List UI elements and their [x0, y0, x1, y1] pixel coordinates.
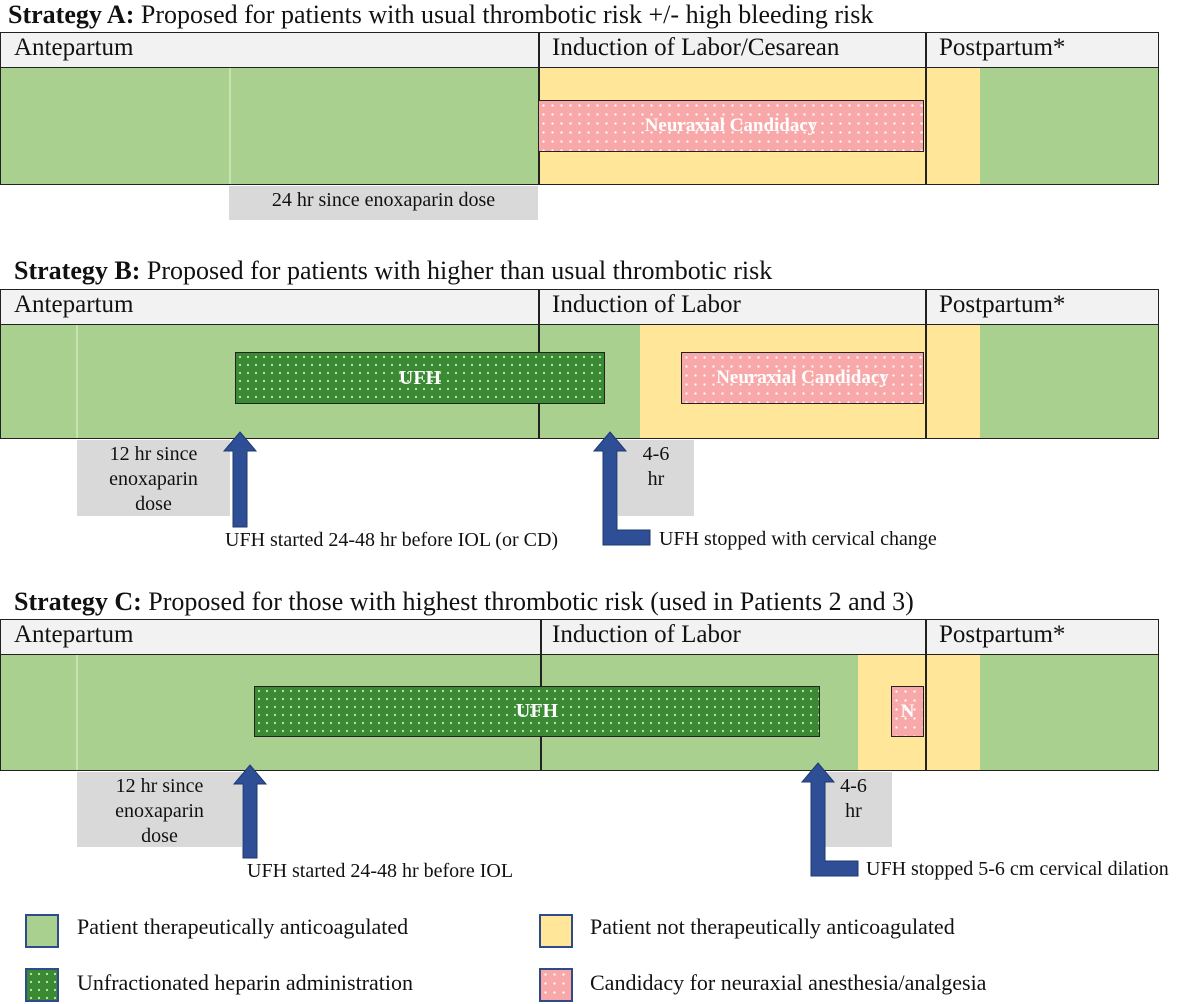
- phase-induction-cesarean: Induction of Labor/Cesarean: [552, 34, 840, 61]
- enoxaparin-interval-note: 12 hr since enoxaparin dose: [77, 772, 242, 847]
- note-line: enoxaparin: [115, 800, 204, 822]
- phase-postpartum: Postpartum*: [939, 621, 1066, 648]
- strategy-c-label: Strategy C:: [14, 587, 142, 616]
- phase-divider: [925, 324, 927, 439]
- phase-divider: [540, 619, 542, 655]
- note-line: 12 hr since: [109, 443, 198, 465]
- note-line: dose: [141, 825, 178, 847]
- enoxaparin-marker-line: [76, 325, 78, 438]
- strategy-b-description: Proposed for patients with higher than u…: [140, 256, 773, 285]
- legend-label-not-anticoagulated: Patient not therapeutically anticoagulat…: [590, 914, 955, 939]
- phase-divider: [538, 32, 540, 68]
- ufh-start-note: UFH started 24-48 hr before IOL: [247, 860, 514, 882]
- ufh-start-note: UFH started 24-48 hr before IOL (or CD): [225, 529, 559, 551]
- strategy-b-label: Strategy B:: [14, 256, 141, 285]
- ufh-stop-note: UFH stopped with cervical change: [659, 528, 937, 550]
- enoxaparin-interval-note: 24 hr since enoxaparin dose: [229, 186, 538, 220]
- phase-divider: [925, 67, 927, 185]
- ufh-administration-bar: UFH: [254, 686, 820, 737]
- legend-swatch-not-anticoagulated: [539, 914, 573, 948]
- legend-swatch-anticoagulated: [25, 914, 59, 948]
- strategy-a-label: Strategy A:: [8, 0, 135, 29]
- note-line: 12 hr since: [115, 775, 204, 797]
- note-line: 4-6: [642, 443, 670, 465]
- neuraxial-candidacy-bar: N: [891, 686, 924, 737]
- ufh-stop-interval-note: 4-6 hr: [618, 440, 694, 516]
- strategy-c-description: Proposed for those with highest thrombot…: [141, 587, 914, 616]
- ufh-stop-arrow: [800, 762, 859, 877]
- strategy-c-title: Strategy C: Proposed for those with high…: [14, 587, 914, 617]
- enoxaparin-marker-line: [76, 655, 78, 770]
- phase-induction: Induction of Labor: [552, 621, 741, 648]
- legend-label-neuraxial: Candidacy for neuraxial anesthesia/analg…: [590, 970, 987, 995]
- strategy-b-title: Strategy B: Proposed for patients with h…: [14, 256, 772, 286]
- phase-divider: [538, 289, 540, 325]
- note-line: hr: [845, 800, 862, 822]
- ufh-start-arrow: [222, 431, 258, 528]
- enoxaparin-interval-note: 12 hr since enoxaparin dose: [77, 440, 230, 516]
- ufh-administration-bar: UFH: [235, 352, 605, 404]
- neuraxial-candidacy-bar: Neuraxial Candidacy: [538, 100, 924, 152]
- ufh-stop-note: UFH stopped 5-6 cm cervical dilation: [866, 858, 1169, 880]
- legend-label-anticoagulated: Patient therapeutically anticoagulated: [77, 914, 409, 939]
- ufh-stop-interval-note: 4-6 hr: [815, 772, 892, 847]
- legend-label-ufh: Unfractionated heparin administration: [77, 970, 413, 995]
- strategy-a-title: Strategy A: Proposed for patients with u…: [8, 0, 873, 30]
- phase-antepartum: Antepartum: [14, 291, 134, 318]
- phase-divider: [925, 289, 927, 325]
- phase-postpartum: Postpartum*: [939, 291, 1066, 318]
- legend-swatch-neuraxial: [539, 968, 573, 1002]
- phase-divider: [925, 619, 927, 655]
- neuraxial-candidacy-bar: Neuraxial Candidacy: [681, 352, 924, 404]
- note-line: enoxaparin: [109, 468, 198, 490]
- phase-induction: Induction of Labor: [552, 291, 741, 318]
- ufh-stop-arrow: [592, 431, 651, 546]
- strategy-a-description: Proposed for patients with usual thrombo…: [134, 0, 874, 29]
- phase-antepartum: Antepartum: [14, 621, 134, 648]
- note-line: hr: [647, 468, 665, 490]
- ufh-start-arrow: [232, 764, 268, 859]
- phase-antepartum: Antepartum: [14, 34, 134, 61]
- phase-postpartum: Postpartum*: [939, 34, 1066, 61]
- enoxaparin-marker-line: [229, 68, 231, 184]
- legend-swatch-ufh: [25, 968, 59, 1002]
- phase-divider: [925, 654, 927, 771]
- note-line: dose: [135, 493, 172, 515]
- phase-divider: [925, 32, 927, 68]
- note-line: 4-6: [840, 775, 867, 797]
